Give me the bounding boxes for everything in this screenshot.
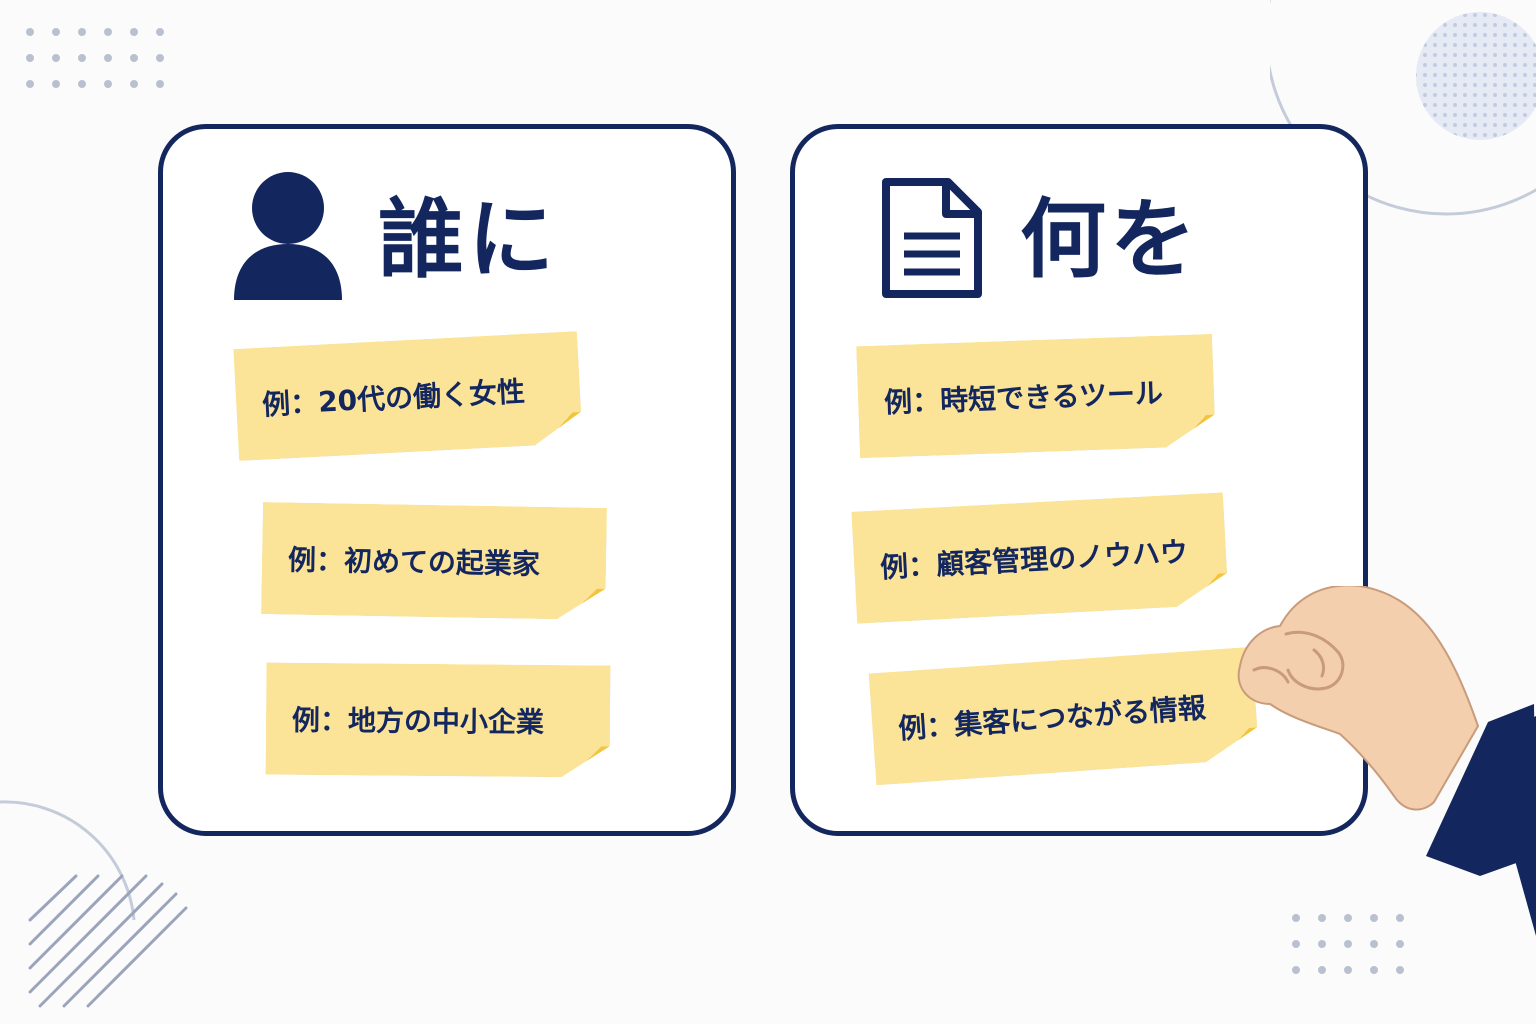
sticky-note-audience-2: 例：初めての起業家 [261, 502, 607, 620]
person-icon [234, 172, 342, 300]
content-heading: 何を [1020, 190, 1200, 290]
sticky-note-content-1: 例：時短できるツール [856, 334, 1216, 458]
sticky-note-text: 例：20代の働く女性 [261, 374, 526, 422]
sticky-note-audience-1: 例：20代の働く女性 [233, 331, 582, 461]
sticky-note-audience-3: 例：地方の中小企業 [266, 663, 611, 778]
sticky-note-text: 例：集客につながる情報 [897, 691, 1207, 746]
dot-grid-bottom-right [1292, 914, 1422, 992]
document-icon [882, 178, 982, 298]
sticky-note-content-2: 例：顧客管理のノウハウ [851, 492, 1228, 623]
dot-grid-top-left [26, 28, 182, 106]
sticky-note-text: 例：初めての起業家 [287, 543, 541, 581]
sticky-note-text: 例：顧客管理のノウハウ [879, 535, 1189, 585]
audience-heading: 誰に [378, 190, 558, 290]
sticky-note-text: 例：時短できるツール [883, 376, 1164, 420]
hand-holding-note-icon [1237, 586, 1536, 936]
circle-decoration-bottom-left [0, 800, 188, 1008]
sticky-note-text: 例：地方の中小企業 [291, 703, 545, 739]
circle-decoration-top-right [1270, 0, 1536, 216]
